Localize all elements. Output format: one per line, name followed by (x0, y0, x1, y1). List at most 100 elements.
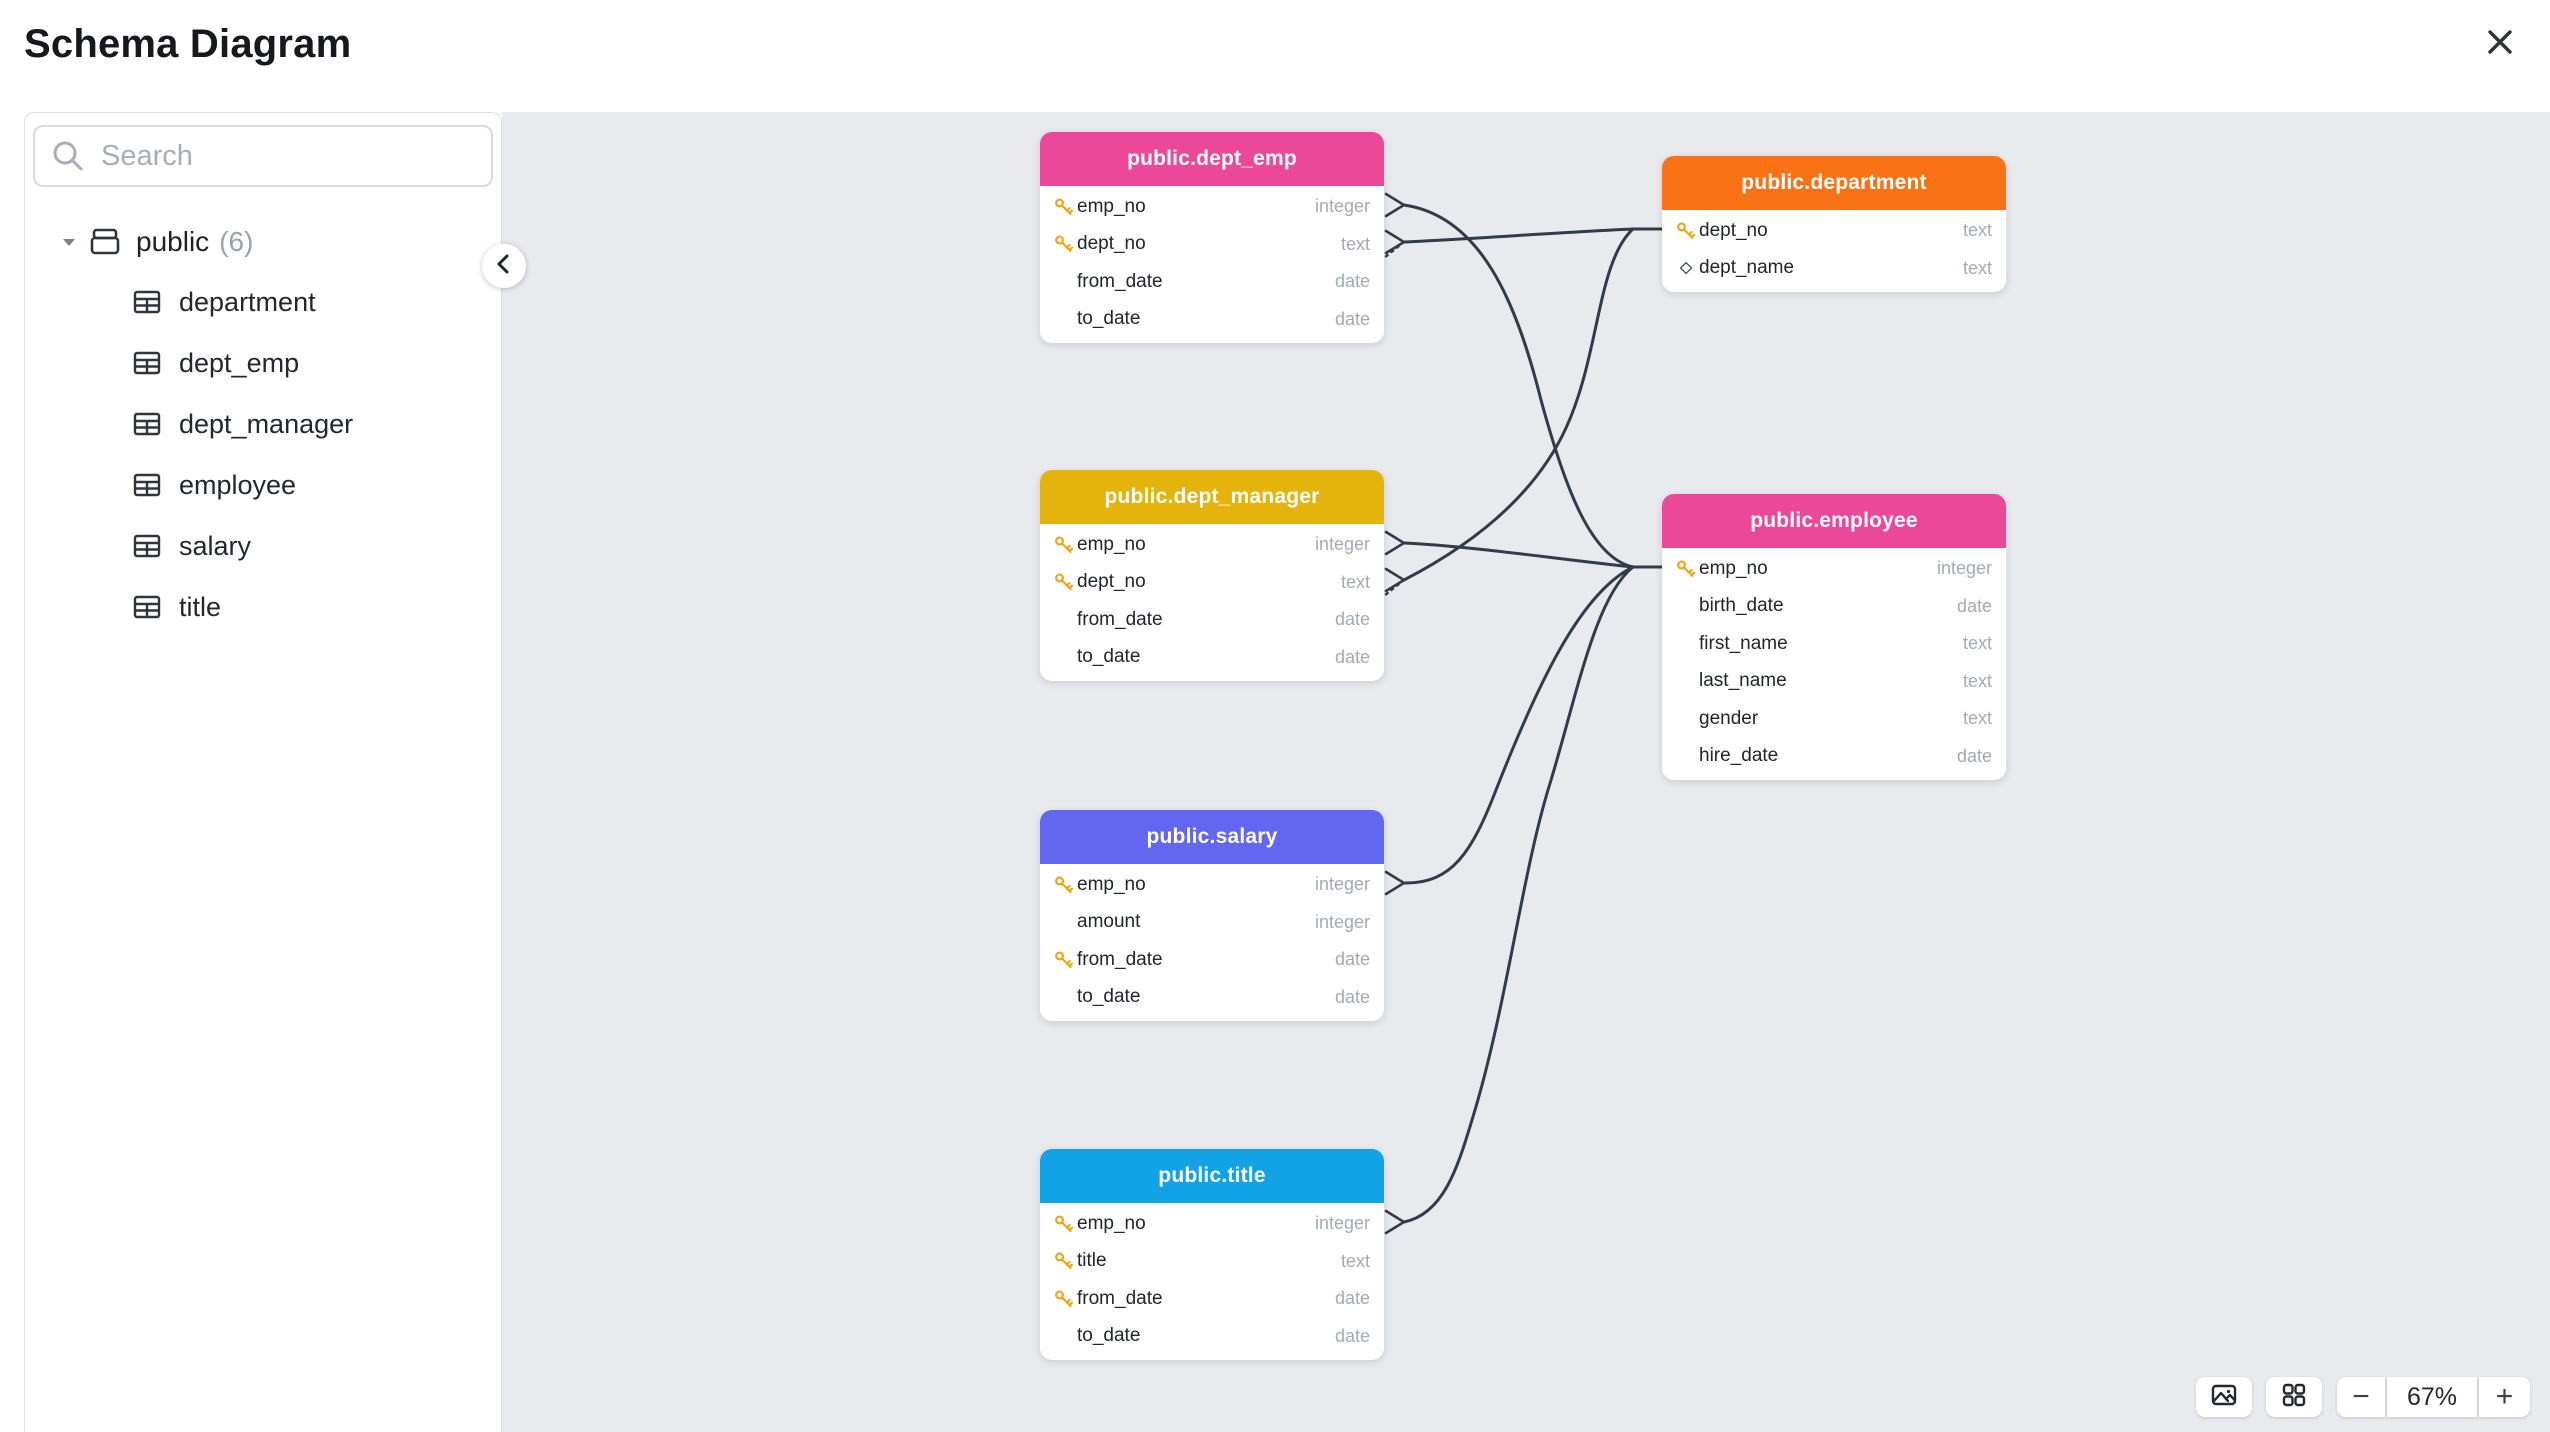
key-icon (1053, 1288, 1075, 1310)
table-icon (131, 347, 165, 381)
chevron-down-icon[interactable] (56, 229, 82, 255)
image-icon (2209, 1380, 2239, 1415)
column-name: amount (1077, 911, 1141, 933)
column-type: text (1340, 1250, 1370, 1271)
column-name: hire_date (1699, 745, 1779, 767)
column-type: integer (1314, 196, 1370, 217)
table-label: dept_emp (179, 348, 300, 378)
column-type: text (1962, 708, 1992, 729)
column-row-emp_no[interactable]: emp_no integer (1040, 188, 1384, 226)
table-icon (131, 469, 165, 503)
column-name: emp_no (1077, 195, 1146, 217)
search-input[interactable] (33, 125, 493, 187)
column-type: date (1334, 609, 1370, 630)
column-row-title[interactable]: title text (1040, 1243, 1384, 1281)
schema-label: public (136, 225, 210, 257)
tree-item-table-employee[interactable]: employee (25, 455, 501, 516)
entity-title[interactable]: public.salary (1040, 810, 1384, 864)
column-name: to_date (1077, 308, 1141, 330)
table-icon (131, 530, 165, 564)
column-row-last_name[interactable]: last_name text (1662, 663, 2006, 701)
close-icon (2483, 25, 2517, 64)
key-icon (1675, 220, 1697, 242)
diamond-icon (1675, 257, 1697, 279)
column-name: title (1077, 1250, 1107, 1272)
entity-title[interactable]: public.title (1040, 1149, 1384, 1203)
column-name: to_date (1077, 646, 1141, 668)
column-name: last_name (1699, 670, 1787, 692)
column-row-from_date[interactable]: from_date date (1040, 263, 1384, 301)
tree-item-table-department[interactable]: department (25, 272, 501, 333)
export-image-button[interactable] (2196, 1377, 2252, 1417)
schema-tree: public (6) department dept_emp dept_manage… (25, 211, 501, 638)
zoom-in-button[interactable]: + (2479, 1377, 2530, 1417)
tree-item-schema-public[interactable]: public (6) (25, 211, 501, 272)
key-icon (1053, 571, 1075, 593)
key-icon (1053, 196, 1075, 218)
close-button[interactable] (2478, 22, 2522, 66)
zoom-control: − 67% + (2337, 1377, 2530, 1417)
column-type: date (1334, 1288, 1370, 1309)
zoom-out-button[interactable]: − (2337, 1377, 2385, 1417)
table-label: department (179, 287, 316, 317)
entity-title[interactable]: public.employee (1662, 494, 2006, 548)
column-type: text (1962, 670, 1992, 691)
tree-item-table-salary[interactable]: salary (25, 516, 501, 577)
tree-item-table-dept_manager[interactable]: dept_manager (25, 394, 501, 455)
column-type: date (1956, 595, 1992, 616)
schema-table-count: (6) (219, 225, 254, 257)
entity-dept_emp[interactable]: public.dept_emp emp_no integer dept_no text f… (1040, 132, 1384, 343)
column-row-to_date[interactable]: to_date date (1040, 979, 1384, 1017)
grid-icon (2279, 1380, 2309, 1415)
column-type: date (1334, 949, 1370, 970)
column-type: date (1334, 986, 1370, 1007)
column-name: from_date (1077, 270, 1163, 292)
entity-title[interactable]: public.dept_manager (1040, 470, 1384, 524)
collapse-sidebar-button[interactable] (482, 244, 526, 288)
column-name: from_date (1077, 1287, 1163, 1309)
auto-layout-button[interactable] (2266, 1377, 2322, 1417)
column-row-dept_no[interactable]: dept_no text (1040, 226, 1384, 264)
diagram-canvas[interactable] (502, 112, 2550, 1432)
column-name: dept_no (1077, 233, 1146, 255)
column-name: dept_no (1699, 219, 1768, 241)
table-label: employee (179, 470, 297, 500)
column-type: text (1340, 233, 1370, 254)
column-row-from_date[interactable]: from_date date (1040, 1280, 1384, 1318)
column-type: date (1334, 271, 1370, 292)
entity-title[interactable]: public.department (1662, 156, 2006, 210)
column-name: to_date (1077, 986, 1141, 1008)
entity-title[interactable]: public.dept_emp (1040, 132, 1384, 186)
column-name: emp_no (1077, 533, 1146, 555)
column-name: emp_no (1699, 557, 1768, 579)
column-type: text (1962, 257, 1992, 278)
table-icon (131, 286, 165, 320)
schema-sidebar: public (6) department dept_emp dept_manage… (24, 112, 502, 1432)
tree-item-table-dept_emp[interactable]: dept_emp (25, 333, 501, 394)
tree-item-table-title[interactable]: title (25, 577, 501, 638)
key-icon (1053, 1213, 1075, 1235)
